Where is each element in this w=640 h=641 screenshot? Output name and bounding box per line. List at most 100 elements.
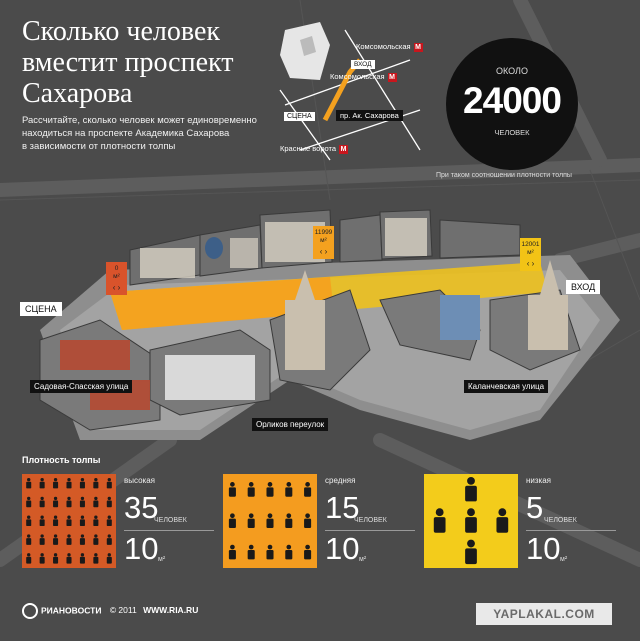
person-icon	[228, 482, 236, 497]
person-icon	[304, 544, 312, 560]
metro-icon: M	[387, 72, 397, 82]
person-icon	[93, 534, 99, 545]
density-label: низкая	[526, 476, 552, 485]
people-pictogram-grid	[228, 482, 312, 560]
person-icon	[53, 496, 59, 508]
person-icon	[93, 477, 99, 489]
person-icon	[106, 553, 112, 564]
description-line: находиться на проспекте Академика Сахаро…	[22, 128, 230, 139]
divider	[124, 530, 214, 531]
page-description: Рассчитайте, сколько человек может едино…	[22, 114, 282, 153]
person-icon	[26, 534, 32, 545]
person-icon	[53, 515, 59, 527]
slider-unit: м²	[320, 237, 327, 244]
chevron-left-right-icon: ‹ ›	[112, 283, 121, 292]
person-icon	[285, 513, 293, 529]
person-icon	[93, 496, 99, 508]
density-high-box[interactable]	[22, 474, 116, 568]
watermark: YAPLAKAL.COM	[476, 603, 612, 625]
person-icon	[66, 515, 72, 527]
person-icon	[26, 515, 32, 527]
description-line: в зависимости от плотности толпы	[22, 141, 176, 152]
density-title: Плотность толпы	[22, 455, 101, 465]
density-people: 35	[124, 490, 159, 525]
person-icon	[106, 534, 112, 545]
density-people: 5	[526, 490, 544, 525]
footer-logo: РИАНОВОСТИ	[41, 605, 102, 616]
person-icon	[79, 496, 85, 508]
ria-logo-icon	[22, 603, 38, 619]
person-icon	[26, 553, 32, 564]
minimap-metro-name: Комсомольская	[330, 72, 385, 81]
divider	[325, 530, 415, 531]
person-icon	[285, 482, 293, 497]
slider-unit: м²	[113, 273, 120, 280]
person-icon	[465, 539, 477, 565]
person-icon	[66, 496, 72, 508]
badge-value: 24000	[463, 80, 562, 121]
badge-note: При таком соотношении плотности толпы	[436, 172, 572, 179]
footer: РИАНОВОСТИ © 2011 WWW.RIA.RU	[22, 603, 198, 619]
person-icon	[39, 515, 45, 527]
stage-label: СЦЕНА	[20, 302, 62, 316]
minimap-metro-name: Красные ворота	[280, 144, 337, 153]
person-icon	[228, 544, 236, 560]
person-icon	[465, 476, 477, 502]
person-icon	[496, 508, 509, 533]
slider-value: 12001	[521, 241, 540, 248]
badge-prefix: ОКОЛО	[496, 66, 528, 76]
metro-icon: M	[413, 42, 423, 52]
street-label: Садовая-Спасская улица	[30, 380, 133, 393]
person-icon	[53, 553, 59, 564]
chevron-left-right-icon: ‹ ›	[319, 247, 328, 256]
street-label: Каланчевская улица	[464, 380, 549, 393]
person-icon	[53, 534, 59, 545]
person-icon	[266, 544, 274, 560]
person-icon	[26, 477, 32, 489]
street-label: Орликов переулок	[252, 418, 329, 431]
person-icon	[247, 513, 255, 529]
person-icon	[228, 513, 236, 529]
title-line: вместит проспект	[22, 47, 234, 78]
person-icon	[39, 477, 45, 489]
density-low-box[interactable]	[424, 474, 518, 568]
minimap-metro-name: Комсомольская	[356, 42, 411, 51]
person-icon	[266, 513, 274, 529]
people-pictogram-grid	[26, 477, 112, 564]
person-icon	[106, 496, 112, 508]
person-icon	[266, 482, 274, 497]
person-icon	[93, 553, 99, 564]
density-people-unit: ЧЕЛОВЕК	[354, 517, 387, 524]
density-area-unit: м²	[158, 556, 166, 563]
badge-suffix: ЧЕЛОВЕК	[494, 128, 530, 137]
person-icon	[465, 508, 477, 533]
density-area-unit: м²	[359, 556, 367, 563]
minimap-stage-label: СЦЕНА	[284, 112, 315, 121]
person-icon	[304, 513, 312, 529]
people-pictogram-grid	[433, 476, 509, 565]
description-line: Рассчитайте, сколько человек может едино…	[22, 115, 257, 126]
density-people: 15	[325, 490, 360, 525]
footer-site-link[interactable]: WWW.RIA.RU	[143, 605, 199, 616]
person-icon	[39, 534, 45, 545]
person-icon	[304, 482, 312, 497]
metro-icon: M	[339, 144, 349, 154]
person-icon	[39, 553, 45, 564]
person-icon	[247, 482, 255, 497]
person-icon	[26, 496, 32, 508]
person-icon	[66, 553, 72, 564]
minimap-street-label: пр. Ак. Сахарова	[336, 110, 403, 121]
density-medium-box[interactable]	[223, 474, 317, 568]
density-people-unit: ЧЕЛОВЕК	[544, 517, 577, 524]
person-icon	[247, 544, 255, 560]
density-people-unit: ЧЕЛОВЕК	[154, 517, 187, 524]
density-area: 10	[325, 531, 360, 566]
person-icon	[79, 515, 85, 527]
